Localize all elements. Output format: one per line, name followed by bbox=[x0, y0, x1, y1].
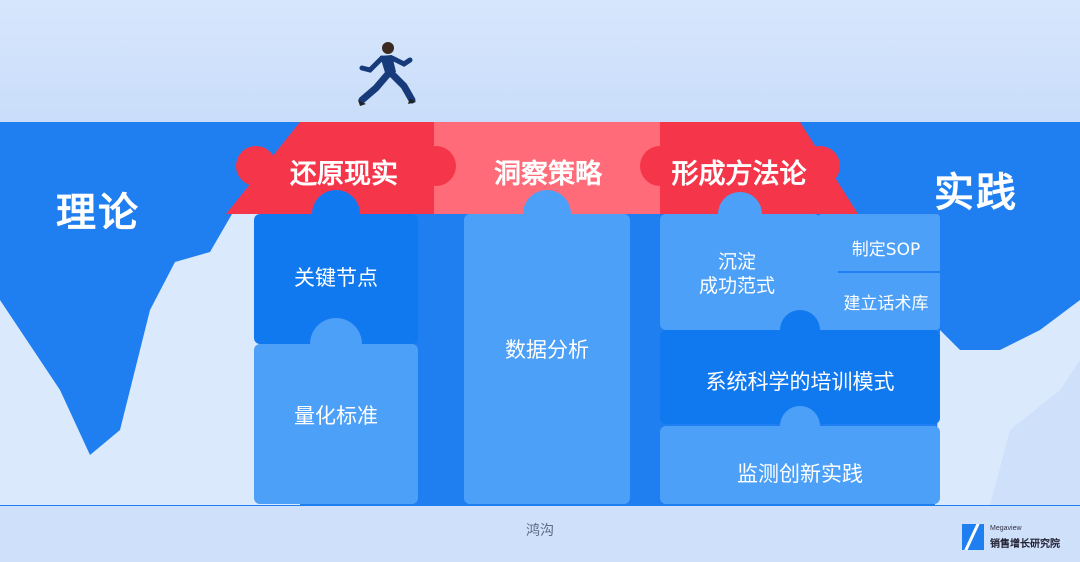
col3-top-left-line1: 沉淀 bbox=[717, 251, 756, 273]
col3-right-top-label: 制定SOP bbox=[851, 240, 921, 260]
col3-middle-label: 系统科学的培训模式 bbox=[705, 370, 895, 394]
running-man-icon bbox=[358, 42, 416, 106]
col2-label: 数据分析 bbox=[505, 338, 589, 362]
col3-bottom-knob bbox=[780, 406, 820, 446]
bottom-strip bbox=[0, 506, 1080, 562]
col3-top-left-line2: 成功范式 bbox=[698, 275, 775, 297]
logo-name: 销售增长研究院 bbox=[990, 539, 1060, 550]
bridge-label-1: 还原现实 bbox=[290, 159, 398, 190]
col3-side-knob bbox=[802, 254, 838, 290]
col1-bottom-label: 量化标准 bbox=[294, 404, 378, 428]
col2-block bbox=[464, 214, 630, 504]
sky-background bbox=[0, 0, 1080, 122]
bridge-knob-mid-right bbox=[640, 146, 680, 186]
col3-middle-block bbox=[660, 330, 940, 424]
bridge-knob-left bbox=[236, 146, 276, 186]
logo-mark-icon bbox=[962, 524, 984, 550]
col3-top-knob bbox=[718, 192, 762, 236]
bridge-segment-3 bbox=[660, 122, 858, 214]
col1-bottom-knob bbox=[310, 318, 362, 370]
right-label: 实践 bbox=[934, 170, 1018, 216]
col3-top-left-block bbox=[660, 214, 820, 330]
col1-top-block bbox=[254, 214, 418, 344]
bridge-label-3: 形成方法论 bbox=[671, 159, 807, 190]
gap-caption: 鸿沟 bbox=[526, 523, 554, 539]
col2-knob bbox=[523, 190, 571, 238]
bridge-segment-1 bbox=[226, 122, 436, 214]
bridge-knob-right bbox=[800, 146, 840, 186]
col3-right-bottom-label: 建立话术库 bbox=[843, 294, 929, 314]
col1-top-label: 关键节点 bbox=[294, 266, 378, 290]
col3-bottom-label: 监测创新实践 bbox=[737, 462, 863, 486]
bridge-label-2: 洞察策略 bbox=[494, 159, 602, 190]
right-cliff-front bbox=[990, 360, 1080, 505]
col3-top-left-label: 沉淀 成功范式 bbox=[672, 250, 802, 298]
logo-small-text: Megaview bbox=[990, 525, 1022, 532]
left-label: 理论 bbox=[56, 190, 140, 236]
bridge-knob-mid-left bbox=[416, 146, 456, 186]
col1-bottom-block bbox=[254, 344, 418, 504]
logo: Megaview 销售增长研究院 bbox=[962, 524, 1072, 550]
left-cliff bbox=[0, 214, 300, 505]
col1-top-knob bbox=[312, 190, 360, 238]
col3-bottom-block bbox=[660, 426, 940, 504]
col3-middle-knob bbox=[780, 310, 820, 350]
